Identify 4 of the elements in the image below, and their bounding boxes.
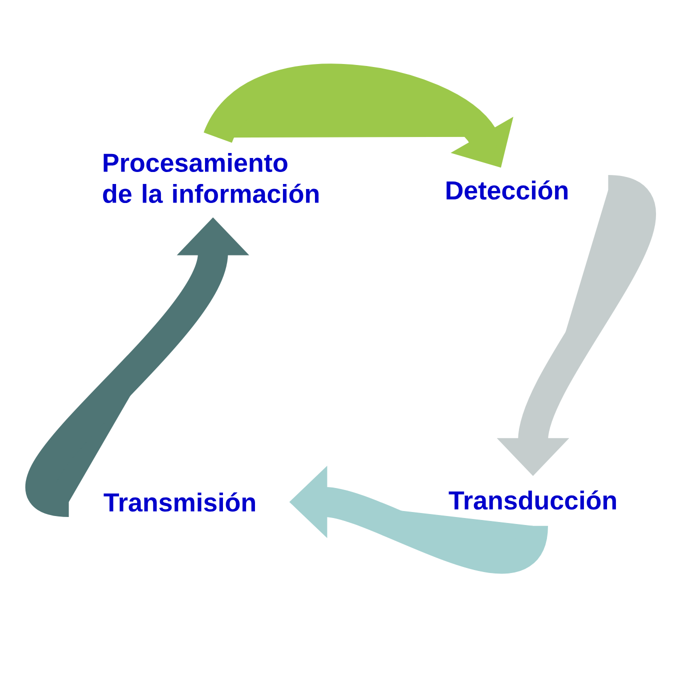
step-label: Transmisión [104,492,255,512]
step-label: Transducción [448,490,616,510]
step-label: Procesamiento de la información [103,152,319,204]
step-label: Detección [446,180,568,200]
